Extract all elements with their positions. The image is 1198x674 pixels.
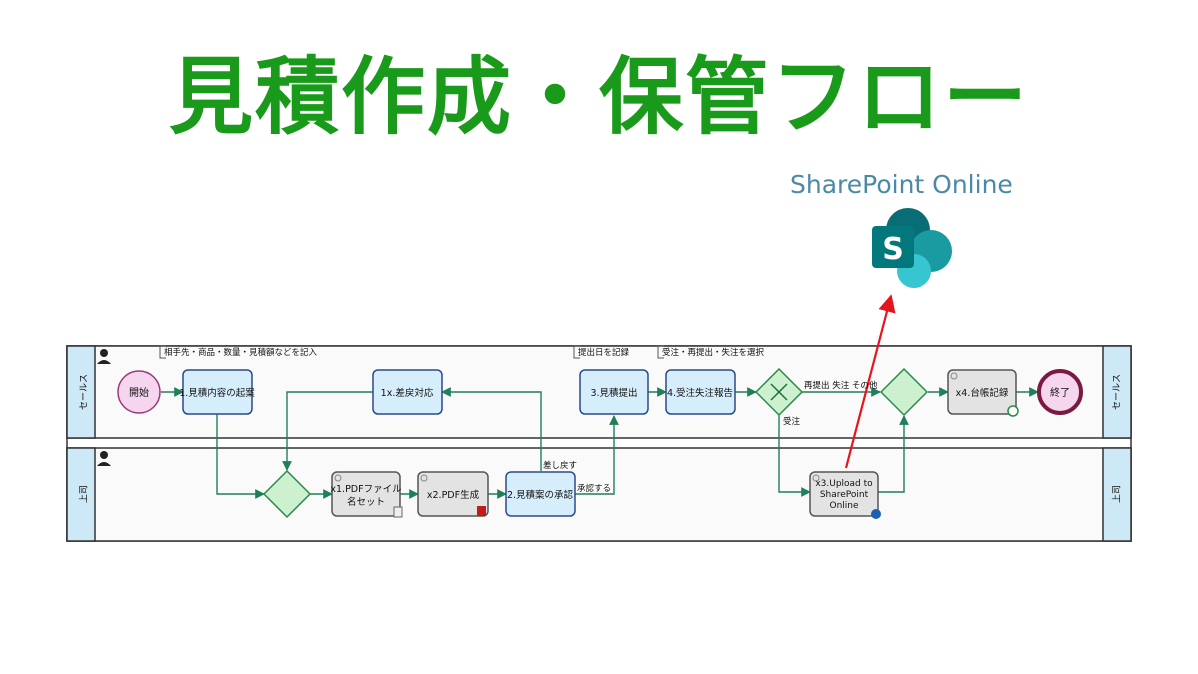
gear-icon — [334, 474, 342, 482]
task-tx1-label-2: 名セット — [347, 496, 385, 508]
end-event — [1037, 369, 1083, 415]
page-title: 見積作成・保管フロー — [168, 47, 1029, 146]
gateway-x-icon — [770, 383, 788, 401]
task-t1x — [372, 369, 443, 415]
flow-label-approve: 承認する — [577, 483, 611, 494]
pdf-icon — [477, 506, 486, 516]
annotation-bracket-2 — [573, 345, 580, 359]
task-t1-label: 1.見積内容の起案 — [179, 387, 255, 399]
flow-label-order: 受注 — [783, 416, 801, 427]
annotation-text-3: 受注・再提出・失注を選択 — [662, 347, 765, 358]
lane-sales-header-left — [66, 345, 96, 439]
gear-icon — [950, 372, 958, 380]
sharepoint-logo-badge — [872, 226, 914, 268]
annotation-bracket-1 — [159, 345, 166, 359]
task-tx3-label-2: SharePoint — [820, 490, 869, 500]
task-t4-label: 4.受注失注報告 — [667, 387, 733, 399]
flow-t2-t3 — [575, 415, 619, 495]
flow-t2-t1x — [441, 387, 542, 471]
lane-boss-header-right — [1102, 447, 1132, 542]
task-tx4 — [947, 369, 1017, 415]
sharepoint-logo-icon: S — [868, 204, 968, 294]
flow-label-remand: 差し戻す — [543, 460, 577, 471]
task-tx1-label-1: x1.PDFファイル — [330, 484, 402, 495]
sharepoint-logo-letter: S — [882, 232, 904, 267]
lane-label-sales: セールス — [79, 374, 90, 410]
annotation-text-1: 相手先・商品・数量・見積額などを記入 — [164, 347, 318, 358]
task-tx2 — [417, 471, 489, 517]
task-tx3 — [809, 471, 879, 517]
flow-t1x-gw1 — [282, 391, 373, 471]
lane-label-boss: 上司 — [79, 485, 90, 503]
task-t3-label: 3.見積提出 — [590, 387, 637, 399]
flow-label-resubmit: 再提出 失注 その他 — [804, 380, 878, 391]
task-t2-label: 2.見積案の承認 — [507, 489, 574, 501]
task-t1x-label: 1x.差戻対応 — [381, 387, 434, 399]
gear-icon — [812, 474, 820, 482]
ledger-icon — [1007, 405, 1019, 417]
task-t3 — [579, 369, 649, 415]
task-tx2-label: x2.PDF生成 — [427, 489, 480, 501]
flow-t1-gw1 — [216, 414, 265, 499]
start-event — [117, 370, 161, 414]
start-event-label: 開始 — [129, 386, 149, 399]
lane-label-sales-right: セールス — [1112, 374, 1123, 410]
calculator-icon — [393, 506, 403, 518]
gear-icon — [420, 474, 428, 482]
task-t4 — [665, 369, 736, 415]
task-t2 — [505, 471, 576, 517]
flow-tx3-gw3 — [878, 415, 909, 493]
person-icon — [97, 451, 111, 466]
sharepoint-label: SharePoint Online — [790, 170, 1013, 199]
annotation-bracket-3 — [657, 345, 664, 359]
end-event-label: 終了 — [1050, 386, 1070, 399]
callout-arrow — [844, 294, 896, 469]
task-t1 — [182, 369, 253, 415]
cloud-icon — [871, 509, 881, 519]
annotation-text-2: 提出日を記録 — [578, 347, 630, 358]
person-icon — [97, 349, 111, 364]
gateway-join — [879, 367, 929, 417]
lane-label-boss-right: 上司 — [1112, 485, 1123, 503]
gateway-merge — [262, 469, 312, 519]
flow-gw2-tx3 — [778, 415, 811, 497]
lane-boss-header-left — [66, 447, 96, 542]
lane-sales-header-right — [1102, 345, 1132, 439]
task-tx4-label: x4.台帳記録 — [956, 387, 1009, 399]
task-tx1 — [331, 471, 401, 517]
task-tx3-label-1: x3.Upload to — [815, 479, 873, 489]
task-tx3-label-3: Online — [829, 501, 858, 511]
